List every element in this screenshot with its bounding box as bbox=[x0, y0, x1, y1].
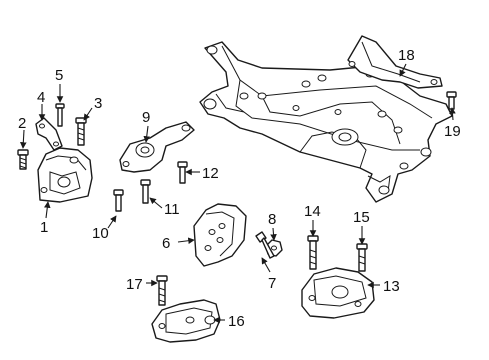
callouts: 1 2 3 4 5 6 7 8 9 10 11 12 13 14 15 16 1… bbox=[18, 47, 461, 330]
leader-lines bbox=[20, 63, 456, 324]
bolt-2 bbox=[17, 149, 29, 170]
mount-13 bbox=[301, 267, 375, 319]
bolt-3 bbox=[75, 117, 87, 146]
callout-4: 4 bbox=[37, 89, 45, 106]
callout-18: 18 bbox=[398, 47, 415, 64]
callout-11: 11 bbox=[164, 201, 180, 218]
bolt-12 bbox=[177, 161, 188, 184]
callout-9: 9 bbox=[142, 109, 150, 126]
callout-16: 16 bbox=[228, 313, 245, 330]
bolt-19 bbox=[446, 91, 457, 110]
torque-rod-9 bbox=[119, 121, 195, 173]
callout-3: 3 bbox=[94, 95, 102, 112]
bracket-6 bbox=[193, 203, 247, 267]
callout-12: 12 bbox=[202, 165, 219, 182]
bracket-16 bbox=[151, 299, 221, 343]
bolt-7 bbox=[255, 231, 275, 259]
bolt-10 bbox=[113, 189, 124, 212]
callout-15: 15 bbox=[353, 209, 370, 226]
callout-13: 13 bbox=[383, 278, 400, 295]
callout-10: 10 bbox=[92, 225, 109, 242]
callout-1: 1 bbox=[40, 219, 48, 236]
bolt-11 bbox=[140, 179, 151, 204]
callout-6: 6 bbox=[162, 235, 170, 252]
bracket-4 bbox=[35, 117, 63, 151]
bolt-14 bbox=[307, 235, 319, 270]
bolt-17 bbox=[156, 275, 168, 306]
callout-2: 2 bbox=[18, 115, 26, 132]
callout-7: 7 bbox=[268, 275, 276, 292]
stud-5 bbox=[55, 103, 65, 127]
callout-14: 14 bbox=[304, 203, 321, 220]
callout-19: 19 bbox=[444, 123, 461, 140]
bracket-18 bbox=[347, 35, 443, 89]
callout-17: 17 bbox=[126, 276, 143, 293]
callout-5: 5 bbox=[55, 67, 63, 84]
bolt-15 bbox=[356, 243, 368, 272]
callout-8: 8 bbox=[268, 211, 276, 228]
mount-1 bbox=[37, 147, 93, 203]
subframe bbox=[199, 41, 453, 203]
